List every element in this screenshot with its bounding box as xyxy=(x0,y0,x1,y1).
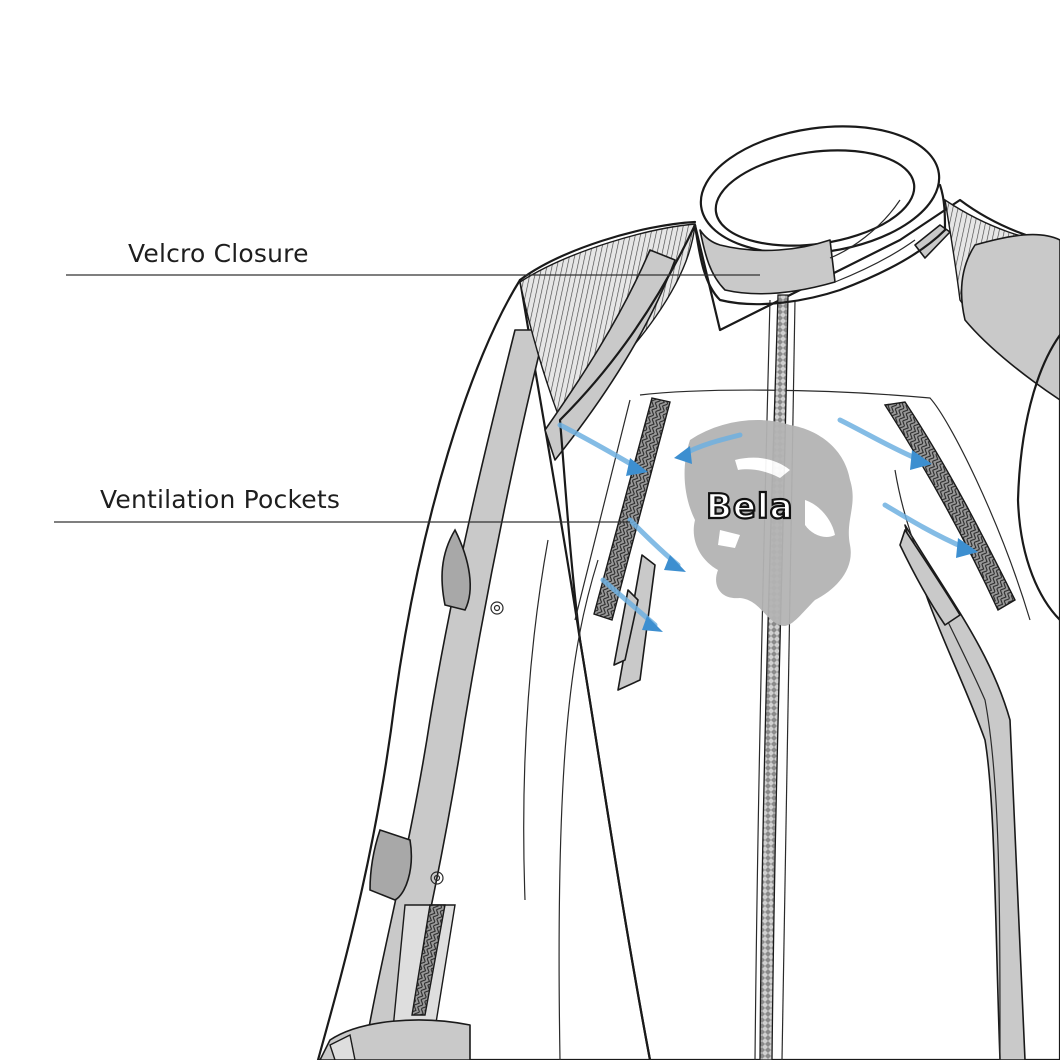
callout-ventilation: Ventilation Pockets xyxy=(54,485,630,523)
cuff-zipper xyxy=(411,904,446,1016)
center-zipper xyxy=(754,294,796,1060)
airflow-arrow-icon xyxy=(882,502,968,551)
collar xyxy=(693,125,947,306)
bear-head-logo xyxy=(684,420,853,626)
left-shoulder-panel xyxy=(518,220,697,461)
velcro-tab xyxy=(699,229,836,295)
brand-logo-text: Bela xyxy=(706,487,794,527)
velcro-closure-label: Velcro Closure xyxy=(128,239,309,268)
airflow-arrows xyxy=(557,417,978,632)
left-sleeve xyxy=(316,278,652,1060)
callout-velcro: Velcro Closure xyxy=(66,239,760,276)
left-vent-pocket xyxy=(593,397,671,691)
ventilation-pockets-label: Ventilation Pockets xyxy=(100,485,340,514)
snap-button-icon xyxy=(490,601,504,615)
airflow-arrow-icon xyxy=(557,422,641,471)
torso xyxy=(523,198,1060,1060)
snap-button-icon xyxy=(430,871,444,885)
